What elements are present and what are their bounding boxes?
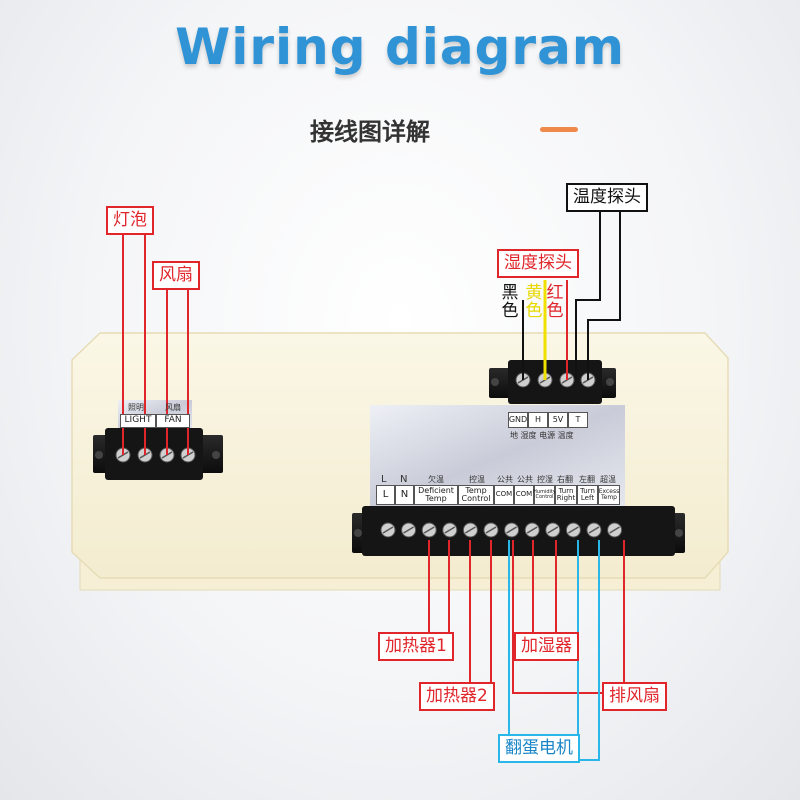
- probe-cell-h: H: [528, 412, 548, 428]
- main-cell-deficient-temp: Deficient Temp: [414, 485, 458, 505]
- main-terminal-screw-slot: [444, 526, 456, 534]
- main-letter-n: N: [400, 474, 408, 485]
- main-cn-humidity: 控湿: [537, 475, 553, 484]
- accent-dash: [540, 127, 578, 132]
- wire-temp-2: [587, 212, 621, 380]
- main-terminal-screw-slot: [423, 526, 435, 534]
- main-cell-com2: COM: [514, 485, 534, 505]
- wire-color-red: 红色: [546, 283, 564, 321]
- page-subtitle: 接线图详解: [310, 118, 430, 146]
- main-cell-turn-right: Turn Right: [555, 485, 577, 505]
- callout-humidity-probe: 湿度探头: [497, 249, 579, 278]
- left-plate-cn-light: 照明: [128, 403, 144, 412]
- callout-heater2: 加热器2: [419, 682, 495, 711]
- left-plate-cn-fan: 风扇: [165, 403, 181, 412]
- wire-exhaust-com: [512, 540, 606, 694]
- main-terminal-screw-slot: [403, 526, 414, 534]
- callout-light-bulb: 灯泡: [106, 206, 154, 235]
- main-cell-excess-temp: Excess Temp: [598, 485, 620, 505]
- main-terminal-screw-slot: [465, 526, 476, 534]
- main-terminal-screw-slot: [485, 526, 497, 534]
- main-cell-l: L: [376, 485, 395, 505]
- probe-cn-labels: 地 湿度 电源 温度: [510, 431, 574, 440]
- probe-cell-t: T: [568, 412, 588, 428]
- main-cn-deficient: 欠温: [428, 475, 444, 484]
- main-terminal-screw-slot: [588, 526, 600, 534]
- main-cell-turn-left: Turn Left: [577, 485, 598, 505]
- main-terminal-screw-slot: [526, 526, 538, 534]
- main-terminal-screw-slot: [506, 526, 517, 534]
- main-terminal-screw-slot: [609, 526, 620, 534]
- main-cn-turn-left: 左翻: [579, 475, 595, 484]
- main-cn-turn-right: 右翻: [557, 475, 573, 484]
- wire-color-black: 黑色: [501, 283, 519, 321]
- main-cell-temp-control: Temp Control: [458, 485, 494, 505]
- main-cell-com1: COM: [494, 485, 514, 505]
- callout-heater1: 加热器1: [378, 632, 454, 661]
- callout-egg-turner: 翻蛋电机: [498, 734, 580, 763]
- left-plate-light: LIGHT: [120, 414, 156, 428]
- callout-humidifier: 加湿器: [514, 632, 579, 661]
- callout-fan: 风扇: [152, 261, 200, 290]
- main-cn-temp-control: 控温: [469, 475, 485, 484]
- main-terminal-screw-slot: [382, 526, 394, 534]
- page-title: Wiring diagram: [175, 18, 625, 76]
- main-terminal-screw-slot: [547, 526, 559, 534]
- left-plate-fan: FAN: [156, 414, 190, 428]
- wire-color-yellow: 黄色: [525, 283, 543, 321]
- main-terminal-screw-slot: [568, 526, 579, 534]
- main-terminal-block: [352, 506, 685, 556]
- callout-exhaust-fan: 排风扇: [602, 682, 667, 711]
- left-terminal-block: [93, 428, 223, 480]
- main-cell-humidity-control: Humidity Control: [533, 485, 556, 505]
- main-cn-excess: 超温: [600, 475, 616, 484]
- wire-temp-1: [575, 212, 601, 380]
- main-cn-com2: 公共: [517, 475, 533, 484]
- probe-terminal-block: [489, 360, 616, 404]
- wire-turner-left: [588, 540, 600, 761]
- probe-cell-5v: 5V: [548, 412, 568, 428]
- main-letter-l: L: [381, 474, 387, 485]
- main-cn-com1: 公共: [497, 475, 513, 484]
- callout-temp-probe: 温度探头: [566, 183, 648, 212]
- main-cell-n: N: [395, 485, 414, 505]
- probe-cell-gnd: GND: [508, 412, 528, 428]
